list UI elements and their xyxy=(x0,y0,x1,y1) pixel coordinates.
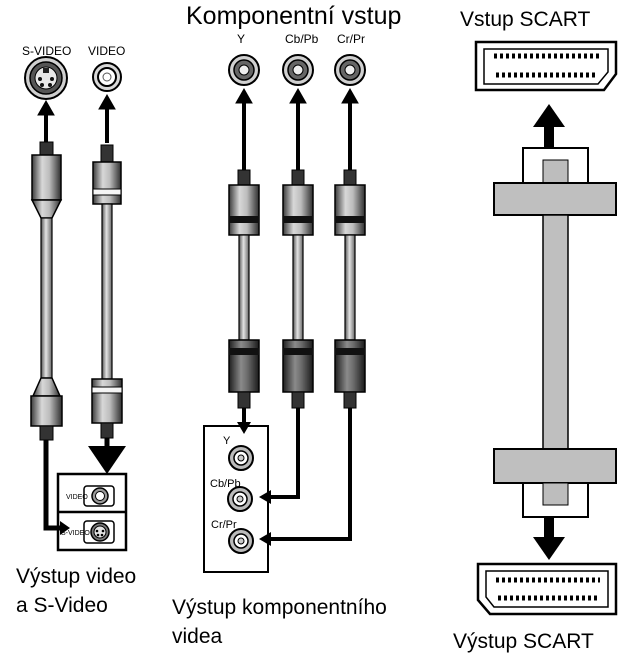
down-arrow-icon xyxy=(237,408,352,546)
down-arrow-icon xyxy=(43,438,126,535)
y-output-jack-icon xyxy=(228,445,254,471)
down-arrow-icon xyxy=(533,517,565,560)
cr-pr-output-jack-icon xyxy=(228,528,254,554)
y-input-label: Y xyxy=(237,32,245,46)
y-cable-icon xyxy=(228,169,260,409)
cr-pr-input-jack-icon xyxy=(334,54,366,86)
video-output-caption-line1: Výstup video xyxy=(16,565,136,588)
up-arrow-icon xyxy=(533,104,565,150)
s-video-cable-icon xyxy=(30,141,63,441)
y-output-label: Y xyxy=(223,435,231,447)
cb-pb-cable-icon xyxy=(282,169,314,409)
component-input-title: Komponentní vstup xyxy=(186,2,401,30)
scart-output-connector-icon xyxy=(476,562,618,616)
s-video-input-label: S-VIDEO xyxy=(22,44,71,58)
up-arrow-icon xyxy=(37,87,359,172)
video-input-label: VIDEO xyxy=(88,44,125,58)
video-output-panel xyxy=(56,472,128,552)
video-cable-icon xyxy=(91,144,123,439)
cb-pb-input-jack-icon xyxy=(282,54,314,86)
scart-output-caption: Výstup SCART xyxy=(453,630,594,653)
component-output-panel xyxy=(203,425,269,573)
video-output-jack-icon xyxy=(91,487,109,505)
component-output-caption-line2: videa xyxy=(172,625,223,648)
s-video-input-jack-icon xyxy=(24,56,68,100)
cr-pr-output-label: Cr/Pr xyxy=(211,519,237,531)
video-output-caption-line2: a S-Video xyxy=(16,594,108,617)
cr-pr-input-label: Cr/Pr xyxy=(337,32,365,46)
cb-pb-output-label: Cb/Pb xyxy=(210,478,241,490)
cr-pr-cable-icon xyxy=(334,169,366,409)
video-output-label: VIDEO xyxy=(66,494,88,501)
video-input-jack-icon xyxy=(92,62,122,92)
cb-pb-output-jack-icon xyxy=(227,486,253,512)
cb-pb-input-label: Cb/Pb xyxy=(285,32,319,46)
y-input-jack-icon xyxy=(228,54,260,86)
s-video-output-jack-icon xyxy=(90,522,110,542)
scart-input-connector-icon xyxy=(474,40,618,92)
component-output-caption-line1: Výstup komponentního xyxy=(172,596,387,619)
scart-cable-icon xyxy=(493,147,617,518)
s-video-output-label: S-VIDEO xyxy=(61,530,90,537)
scart-input-label: Vstup SCART xyxy=(460,8,590,31)
